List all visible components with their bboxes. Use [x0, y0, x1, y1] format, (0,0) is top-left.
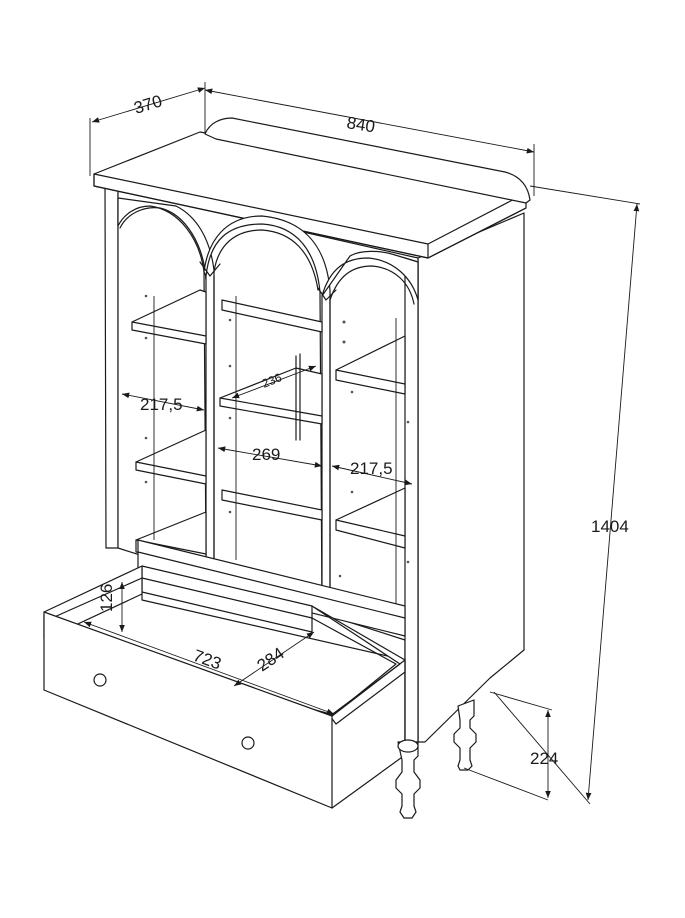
- front-right-stile: [404, 257, 419, 743]
- drawer-height-label: 126: [97, 584, 116, 612]
- right-compartment-label: 217,5: [350, 459, 393, 478]
- shelf-center-upper: [221, 299, 323, 333]
- drawer-rail: [137, 539, 406, 637]
- shelf-center-lower: [221, 489, 323, 521]
- height-label: 1404: [591, 517, 629, 536]
- drawer-knob-left: [93, 673, 107, 687]
- right-arch: [321, 250, 419, 301]
- left-side-panel: [104, 185, 119, 549]
- leg-height-label: 224: [530, 749, 558, 768]
- shelf-pin-holes: [144, 294, 410, 578]
- shelf-left-lower: [135, 429, 207, 485]
- depth-label: 370: [132, 91, 165, 117]
- shelf-right-lower: [335, 487, 406, 549]
- drawer-frame: [137, 539, 406, 637]
- left-arch: [117, 197, 215, 565]
- shelf-right-upper: [335, 335, 406, 395]
- shelf-left-upper: [131, 289, 207, 345]
- legs: [395, 699, 477, 819]
- back-leg: [453, 699, 477, 771]
- center-compartment-label: 269: [252, 445, 280, 464]
- front-leg: [395, 741, 421, 819]
- width-label: 840: [345, 113, 376, 136]
- left-compartment-label: 217,5: [140, 395, 183, 414]
- right-side-panel: [417, 212, 525, 743]
- drawer-knob-right: [241, 736, 255, 750]
- dimension-lines: [83, 82, 641, 805]
